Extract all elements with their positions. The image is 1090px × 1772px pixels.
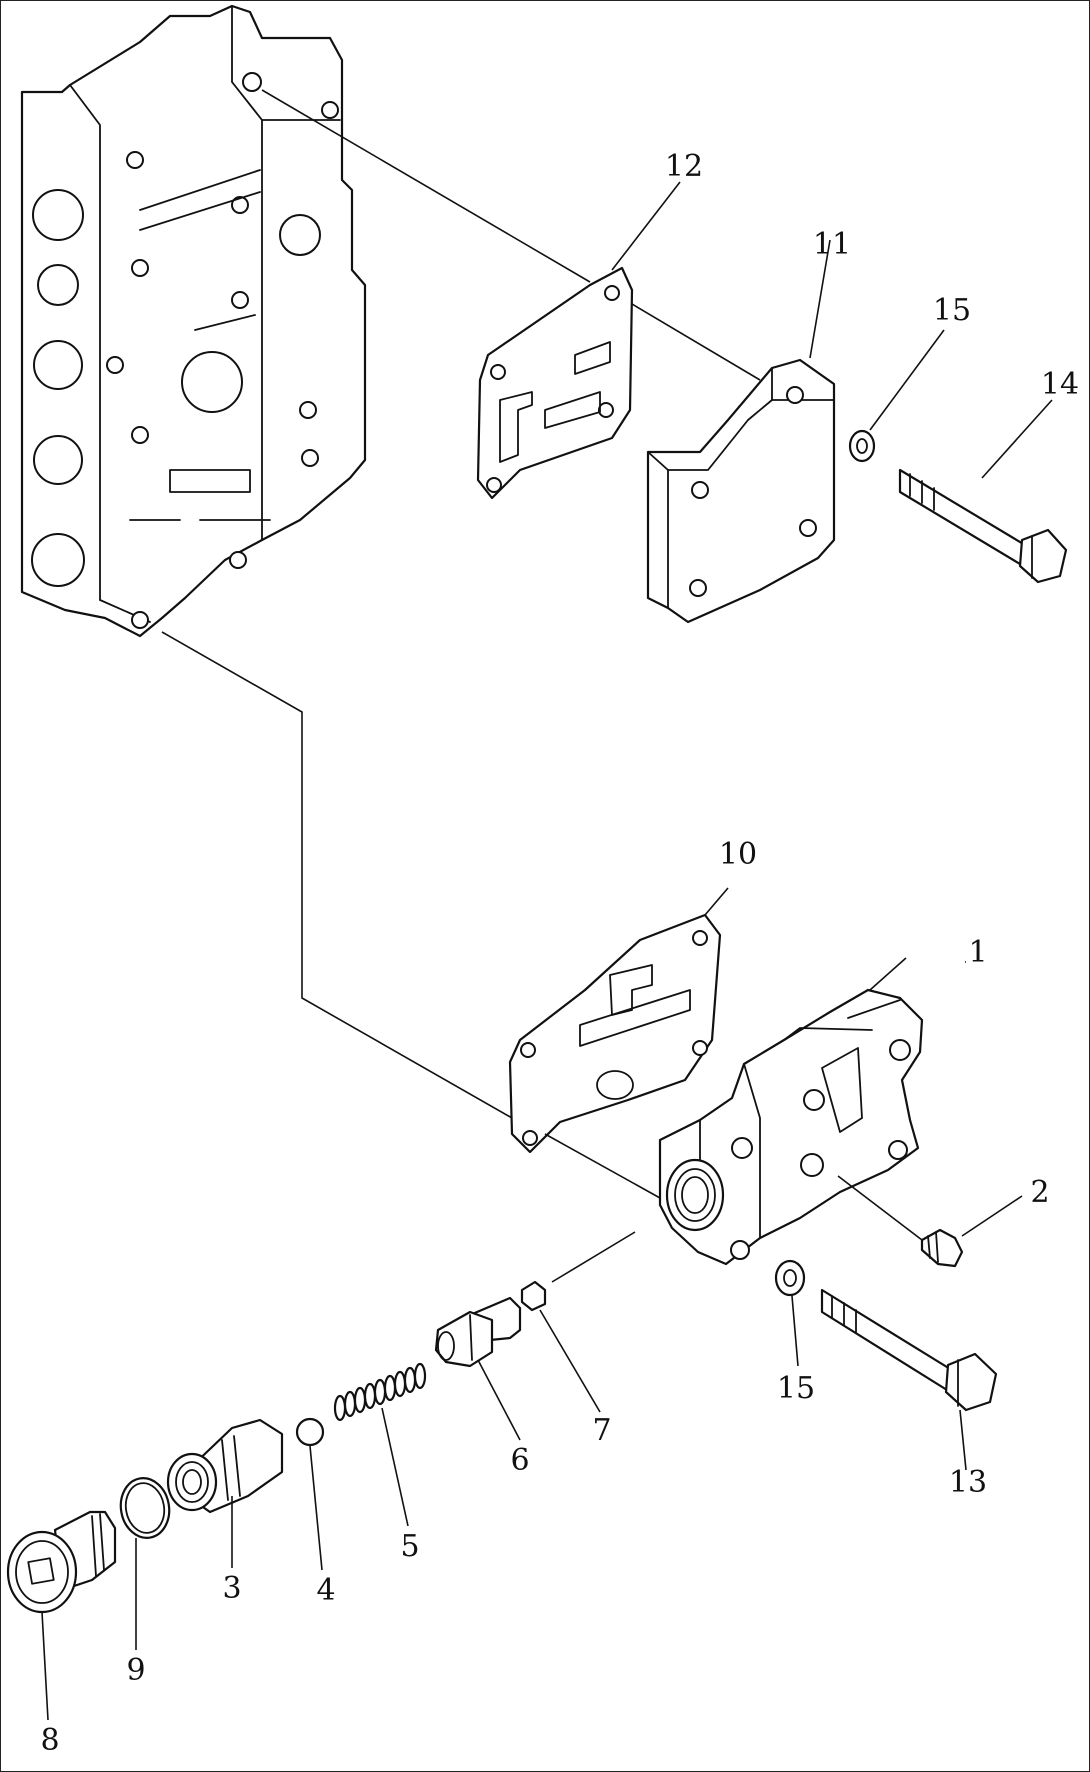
valve-housing-1 <box>658 988 924 1266</box>
sleeve-3 <box>166 1418 284 1514</box>
ball-4 <box>295 1417 325 1447</box>
callout-2: 2 <box>1030 1175 1049 1210</box>
callout-3: 3 <box>222 1571 241 1606</box>
plug-2 <box>920 1228 964 1268</box>
bolt-13 <box>820 1288 998 1412</box>
assembly-lines <box>161 89 923 1283</box>
valve-6 <box>434 1296 522 1368</box>
o-ring-9 <box>119 1477 171 1539</box>
valve-body <box>20 4 367 638</box>
callout-numbers: 1 2 3 4 5 6 7 8 9 10 11 12 13 14 15 15 <box>40 149 1079 1758</box>
callout-8: 8 <box>40 1723 59 1758</box>
callout-15-upper: 15 <box>933 293 971 328</box>
callout-15-lower: 15 <box>777 1371 815 1406</box>
callout-7: 7 <box>592 1413 611 1448</box>
plug-8 <box>6 1510 117 1614</box>
spring-5 <box>333 1362 427 1422</box>
callout-9: 9 <box>126 1653 145 1688</box>
orifice-7 <box>520 1280 547 1312</box>
callout-5: 5 <box>400 1529 419 1564</box>
gasket-12 <box>476 266 634 500</box>
callout-11: 11 <box>813 227 851 262</box>
callout-4: 4 <box>316 1573 335 1608</box>
cover-11 <box>646 358 836 624</box>
callout-13: 13 <box>949 1465 987 1500</box>
gasket-10 <box>508 913 722 1154</box>
callout-6: 6 <box>510 1443 529 1478</box>
bolt-14 <box>898 468 1068 584</box>
callout-14: 14 <box>1041 367 1079 402</box>
callout-12: 12 <box>665 149 703 184</box>
leader-lines <box>41 181 1053 1721</box>
callout-10: 10 <box>719 837 757 872</box>
washer-15-upper <box>848 429 876 463</box>
washer-15-lower <box>774 1259 806 1297</box>
callout-1: 1 <box>968 935 987 970</box>
